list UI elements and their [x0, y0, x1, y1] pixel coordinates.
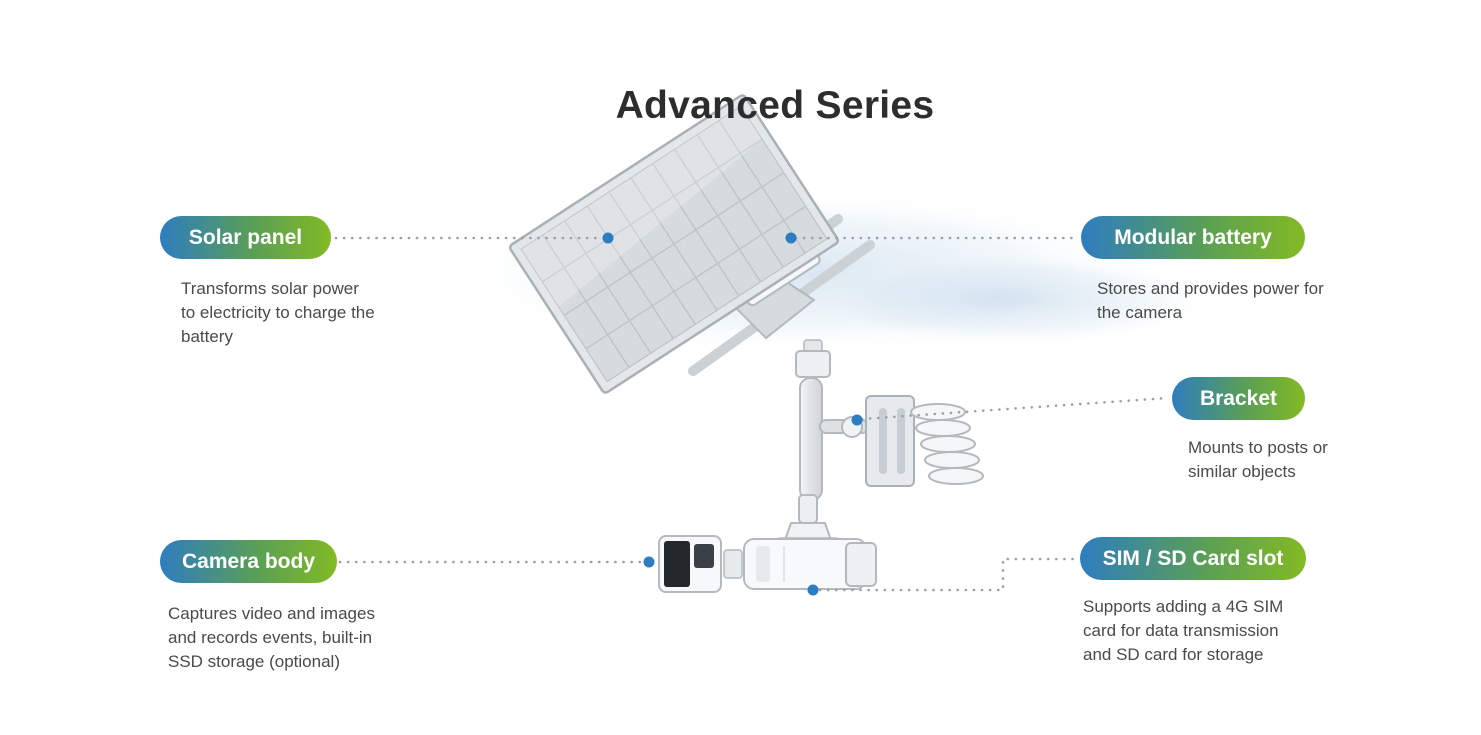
- callout-pill-camera-body: Camera body: [160, 540, 337, 583]
- joint-graphic: [795, 339, 831, 378]
- connector-dot: [602, 232, 614, 244]
- callout-pill-label: Modular battery: [1114, 225, 1272, 249]
- connector-dot: [643, 556, 655, 568]
- callout-description-solar-panel: Transforms solar power to electricity to…: [181, 279, 375, 346]
- callout-pill-label: Solar panel: [188, 225, 303, 249]
- solar-panel-graphic: [508, 94, 840, 394]
- callout-description-camera-body: Captures video and images and records ev…: [168, 604, 375, 671]
- callout-description-sim-sd-slot: Supports adding a 4G SIM card for data t…: [1083, 597, 1284, 664]
- bracket-graphic: [819, 395, 984, 487]
- page-title: Advanced Series: [615, 84, 935, 127]
- callout-pill-label: Bracket: [1199, 386, 1278, 410]
- callout-pill-solar-panel: Solar panel: [160, 216, 331, 259]
- callout-pill-modular-battery: Modular battery: [1081, 216, 1305, 259]
- callout-pill-label: SIM / SD Card slot: [1102, 546, 1284, 570]
- background-swoosh: [800, 252, 1220, 348]
- connector-dot: [851, 414, 863, 426]
- callout-pill-label: Camera body: [181, 549, 316, 573]
- connector-dots: [602, 232, 863, 596]
- connector-bracket: [860, 396, 1170, 421]
- callout-pill-sim-sd-slot: SIM / SD Card slot: [1080, 537, 1306, 580]
- connector-lines: [334, 236, 1170, 592]
- callout-pill-bracket: Bracket: [1172, 377, 1305, 420]
- connector-dot: [807, 584, 819, 596]
- callout-description-modular-battery: Stores and provides power for the camera: [1097, 279, 1324, 322]
- pole-graphic: [799, 377, 823, 501]
- callout-description-bracket: Mounts to posts or similar objects: [1188, 438, 1328, 481]
- connector-dot: [785, 232, 797, 244]
- connector-sim-sd: [818, 557, 1078, 592]
- camera-graphic: [658, 535, 877, 593]
